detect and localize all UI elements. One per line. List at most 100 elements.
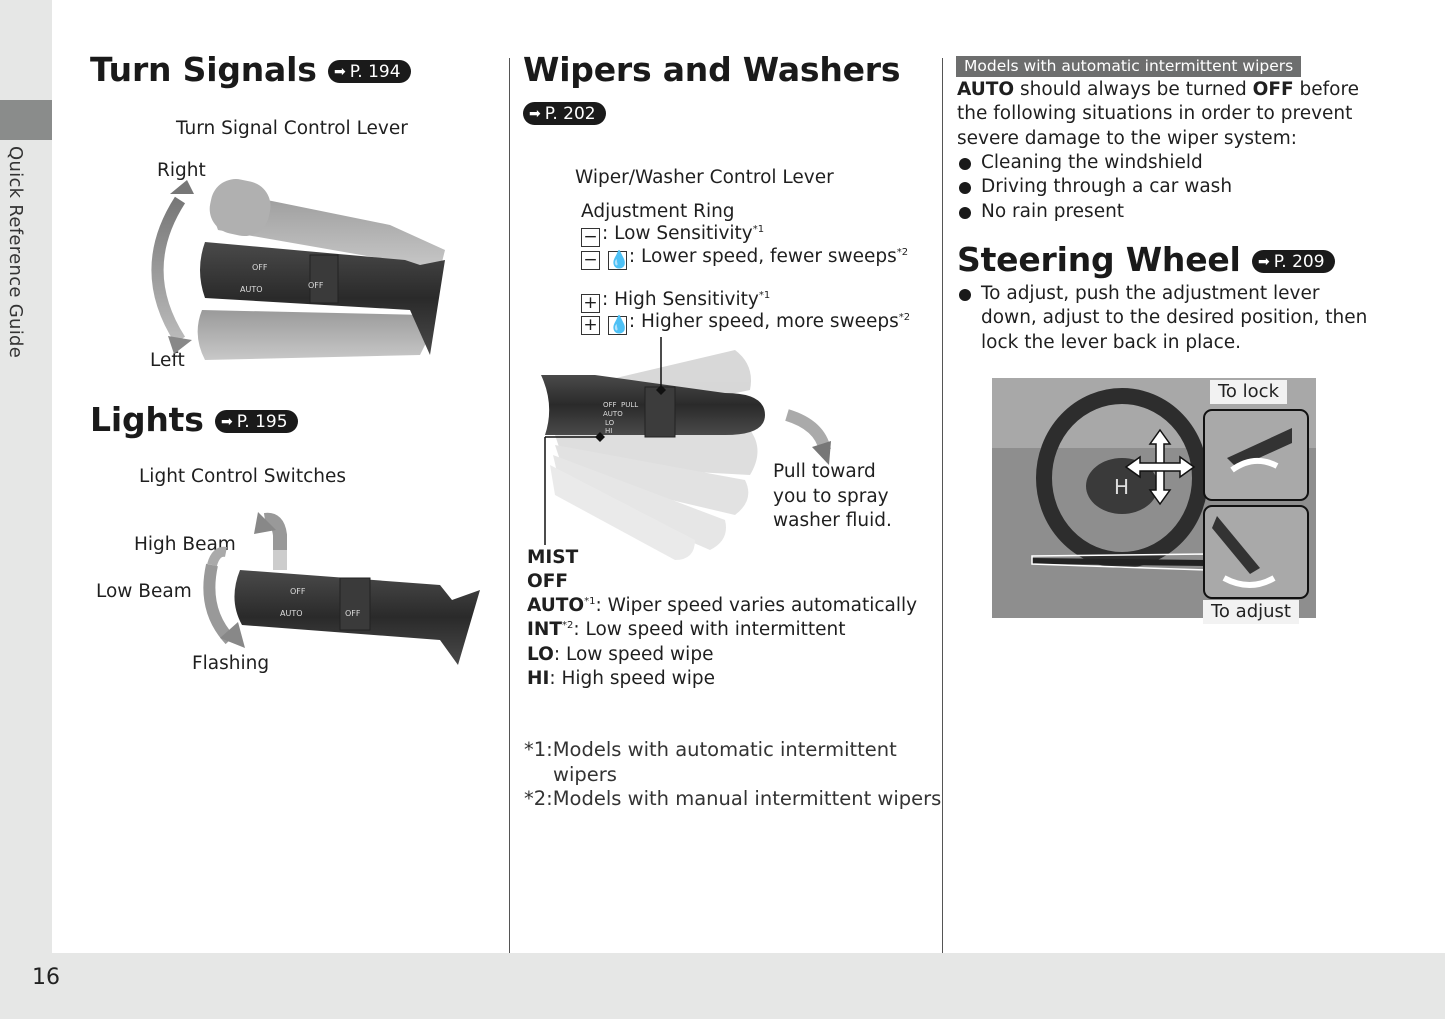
footnote-marker: *2 <box>898 311 911 323</box>
footnote-2: *2:Models with manual intermittent wiper… <box>524 787 942 810</box>
mark-auto: AUTO <box>280 609 303 618</box>
steering-title: Steering Wheel <box>957 240 1241 279</box>
page-ref-label: P. 194 <box>349 61 401 82</box>
lever-main: OFF AUTO OFF <box>200 242 445 355</box>
page-ref-label: P. 195 <box>236 411 288 432</box>
mark-hi: HI <box>605 427 612 435</box>
steering-wheel-illustration: H <box>992 378 1316 618</box>
turn-signals-heading: Turn Signals ➡P. 194 <box>90 50 411 89</box>
lever-lower-ghost <box>197 310 430 360</box>
auto-note-off: OFF <box>1252 79 1294 100</box>
footnote-1-cont: wipers <box>553 763 617 786</box>
column-divider <box>942 58 943 953</box>
arrow-right-icon: ➡ <box>333 63 346 80</box>
pull-line-2: you to spray <box>773 486 889 507</box>
mode-lo-desc: : Low speed wipe <box>553 644 714 665</box>
mark-auto: AUTO <box>240 285 263 294</box>
mode-hi-label: HI <box>527 668 550 689</box>
auto-note-line-2: the following situations in order to pre… <box>957 103 1353 124</box>
higher-speed-text: : Higher speed, more sweeps <box>628 311 899 332</box>
label-high-beam: High Beam <box>134 534 236 555</box>
wiper-lever-illustration: OFF AUTO LO HI PULL <box>541 337 831 560</box>
lower-speed-text: : Lower speed, fewer sweeps <box>628 246 897 267</box>
mode-int-label: INT <box>527 619 562 640</box>
low-sensitivity-text: : Low Sensitivity <box>602 223 753 244</box>
higher-speed-row: + 💧: Higher speed, more sweeps*2 <box>581 310 910 335</box>
steering-text: To adjust, push the adjustment lever <box>981 283 1320 304</box>
steering-text: down, adjust to the desired position, th… <box>981 307 1368 329</box>
to-adjust-label: To adjust <box>1203 600 1299 624</box>
lights-page-ref[interactable]: ➡P. 195 <box>214 410 298 433</box>
list-item: Cleaning the windshield <box>957 151 1232 175</box>
mode-hi: HI: High speed wipe <box>527 667 715 691</box>
label-left: Left <box>150 350 185 371</box>
column-divider <box>509 58 510 953</box>
arrow-right-icon: ➡ <box>529 105 541 122</box>
label-low-beam: Low Beam <box>96 581 192 602</box>
lever-ghost-positions <box>550 350 758 560</box>
side-strip <box>0 0 52 1019</box>
footnote-marker: *2 <box>896 246 909 258</box>
mark-off: OFF <box>290 587 306 596</box>
high-sensitivity-row: +: High Sensitivity*1 <box>581 288 770 313</box>
mode-hi-desc: : High speed wipe <box>549 668 716 689</box>
low-sensitivity-row: −: Low Sensitivity*1 <box>581 222 764 247</box>
mark-pull: PULL <box>621 401 638 409</box>
adjustment-ring-label: Adjustment Ring <box>581 201 735 222</box>
steering-page-ref[interactable]: ➡P. 209 <box>1251 250 1335 273</box>
auto-note-line-3: severe damage to the wiper system: <box>957 128 1297 149</box>
footnote-marker: *1 <box>752 223 765 235</box>
lower-speed-row: − 💧: Lower speed, fewer sweeps*2 <box>581 245 908 270</box>
list-item: No rain present <box>957 200 1232 224</box>
model-tag: Models with automatic intermittent wiper… <box>956 56 1302 77</box>
footer-band <box>0 953 1445 1019</box>
lever-upper-ghost <box>209 179 445 270</box>
steering-wheel-photo: H <box>992 378 1316 618</box>
page-ref-label: P. 202 <box>544 103 596 124</box>
auto-note-line-1: AUTO should always be turned OFF before <box>957 78 1359 102</box>
mode-int-desc: : Low speed with intermittent <box>573 619 846 640</box>
wipers-page-ref[interactable]: ➡P. 202 <box>523 102 606 125</box>
auto-note-text: should always be turned <box>1014 79 1253 100</box>
mark-auto: AUTO <box>603 410 623 418</box>
honda-logo-icon: H <box>1114 475 1129 499</box>
auto-note-text: before <box>1293 79 1360 100</box>
turn-signals-page-ref[interactable]: ➡P. 194 <box>327 60 411 83</box>
mark-lo: LO <box>605 419 615 427</box>
arrow-right-icon: ➡ <box>1257 253 1270 270</box>
pull-line-3: washer fluid. <box>773 510 892 531</box>
mode-lo-label: LO <box>527 644 554 665</box>
steering-text: lock the lever back in place. <box>981 331 1242 353</box>
to-lock-label: To lock <box>1210 380 1288 404</box>
arrow-right-icon: ➡ <box>220 413 233 430</box>
turn-signal-caption: Turn Signal Control Lever <box>176 118 408 139</box>
lights-title: Lights <box>90 400 204 439</box>
mark-off: OFF <box>308 281 324 290</box>
footnote-marker: *1 <box>758 289 771 301</box>
plus-icon: + <box>581 316 600 335</box>
mode-auto-label: AUTO <box>527 595 585 616</box>
lights-caption: Light Control Switches <box>139 466 346 487</box>
footnote-marker: *2 <box>562 619 574 631</box>
steering-bullets: To adjust, push the adjustment lever dow… <box>957 282 1367 355</box>
mode-auto: AUTO*1: Wiper speed varies automatically <box>527 594 917 618</box>
light-switch-lever-illustration: OFF AUTO OFF <box>203 512 480 665</box>
auto-note-auto: AUTO <box>957 79 1015 100</box>
wiper-caption: Wiper/Washer Control Lever <box>575 167 834 188</box>
label-right: Right <box>157 160 206 181</box>
footnote-1: *1:Models with automatic intermittent <box>524 738 897 761</box>
mark-off: OFF <box>252 263 268 272</box>
wipers-title: Wipers and Washers <box>523 50 901 89</box>
turn-signals-title: Turn Signals <box>90 50 317 89</box>
auto-note-bullets: Cleaning the windshield Driving through … <box>957 151 1232 224</box>
mark-off: OFF <box>603 401 617 409</box>
mode-auto-desc: : Wiper speed varies automatically <box>595 595 918 616</box>
minus-icon: − <box>581 228 600 247</box>
label-flashing: Flashing <box>192 653 270 674</box>
mode-lo: LO: Low speed wipe <box>527 643 713 667</box>
section-tab <box>0 100 52 140</box>
footnote-marker: *1 <box>584 595 596 607</box>
raindrop-icon: 💧 <box>607 250 631 270</box>
list-item: Driving through a car wash <box>957 175 1232 199</box>
sidebar-label: Quick Reference Guide <box>5 146 26 359</box>
